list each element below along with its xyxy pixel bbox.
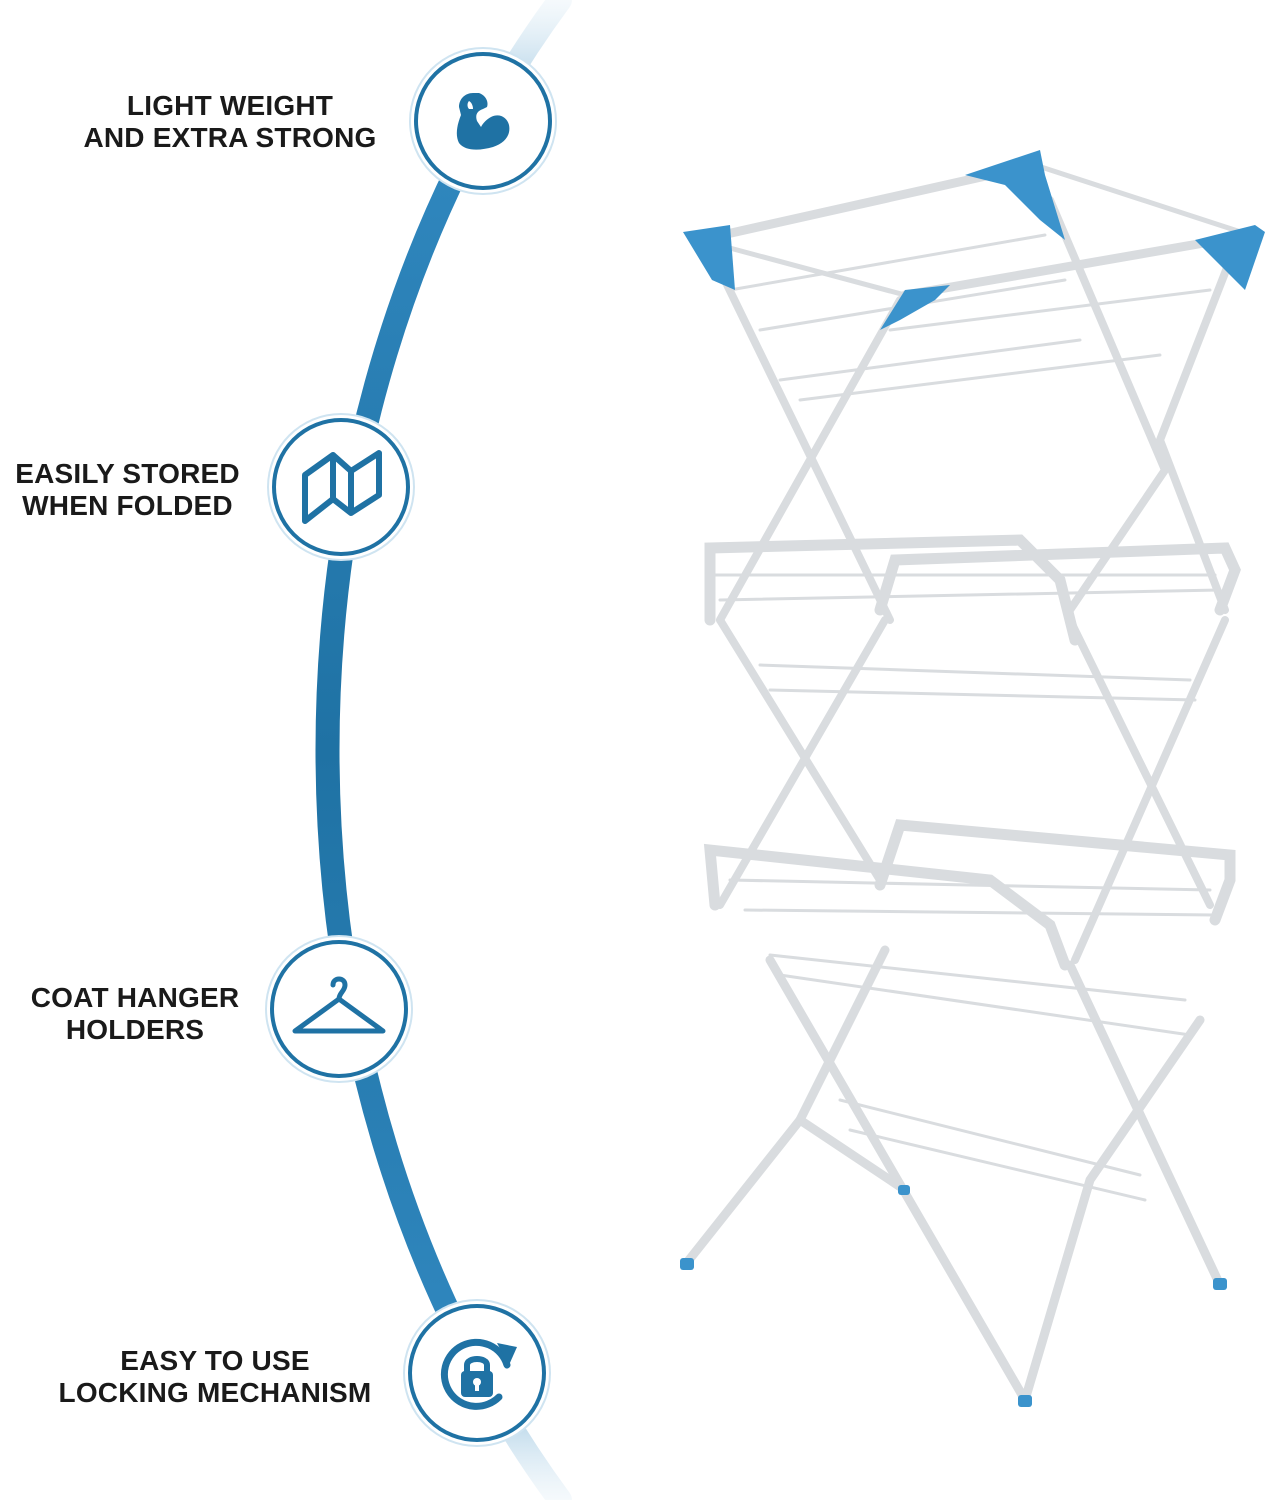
feature-label-coat-hanger: COAT HANGER HOLDERS	[10, 982, 260, 1046]
feature-label-line: EASILY STORED	[15, 458, 240, 489]
feature-label-line: EASY TO USE	[120, 1345, 310, 1376]
feature-label-light-weight: LIGHT WEIGHT AND EXTRA STRONG	[60, 90, 400, 154]
coat-hanger-icon	[292, 976, 386, 1034]
feature-label-line: LOCKING MECHANISM	[58, 1377, 372, 1408]
feature-badge-light-weight	[414, 52, 552, 190]
folded-panels-icon	[302, 450, 382, 524]
feature-label-line: COAT HANGER	[30, 982, 240, 1013]
padlock-rotate-icon	[440, 1338, 517, 1410]
flexed-arm-icon	[456, 93, 510, 150]
feature-label-line: LIGHT WEIGHT	[126, 90, 334, 121]
feature-label-line: AND EXTRA STRONG	[83, 122, 377, 153]
feature-label-line: WHEN FOLDED	[22, 490, 233, 521]
feature-badge-locking	[408, 1304, 546, 1442]
feature-label-locking: EASY TO USE LOCKING MECHANISM	[30, 1345, 400, 1409]
feature-badge-coat-hanger	[270, 940, 408, 1078]
feature-label-easily-stored: EASILY STORED WHEN FOLDED	[0, 458, 255, 522]
feature-badge-easily-stored	[272, 418, 410, 556]
feature-label-line: HOLDERS	[65, 1014, 205, 1045]
